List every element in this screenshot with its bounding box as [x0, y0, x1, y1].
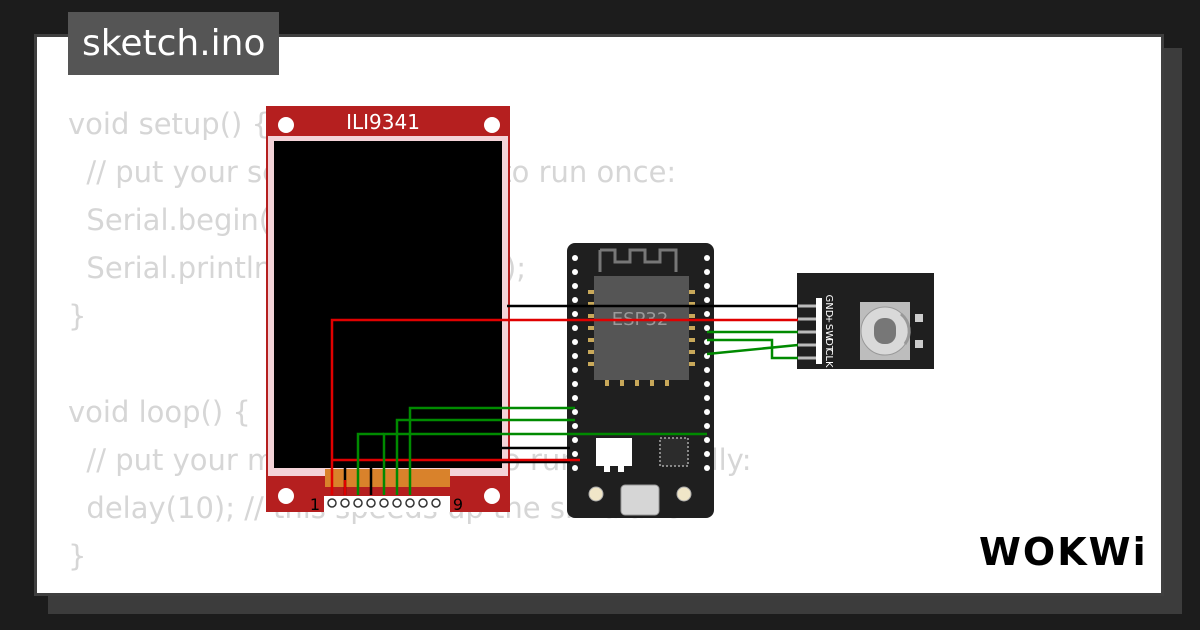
encoder-pin-label-vcc: + — [823, 315, 834, 323]
display-label: ILI9341 — [346, 110, 420, 134]
display-pin-icon[interactable] — [418, 498, 428, 508]
encoder-pin-header — [816, 298, 822, 364]
encoder-pin-label-dt: DT — [823, 338, 834, 353]
ili9341-display[interactable]: ILI9341 1 9 — [266, 106, 510, 514]
display-pin-icon[interactable] — [431, 498, 441, 508]
display-screen — [274, 141, 502, 468]
display-pin-icon[interactable] — [379, 498, 389, 508]
encoder-pin-label-clk: CLK — [823, 348, 834, 368]
display-pin-icon[interactable] — [353, 498, 363, 508]
reset-button[interactable] — [676, 486, 692, 502]
wire-signal[interactable] — [356, 432, 384, 495]
display-pin-icon[interactable] — [340, 498, 350, 508]
usb-uart-chip — [659, 437, 689, 467]
code-line: void setup() { — [68, 107, 270, 141]
display-pin-icon[interactable] — [405, 498, 415, 508]
encoder-shaft — [874, 318, 896, 344]
encoder-pin-label-gnd: GND — [823, 295, 834, 318]
display-pin-icon[interactable] — [392, 498, 402, 508]
esp32-module — [594, 276, 689, 380]
boot-button[interactable] — [588, 486, 604, 502]
mount-hole-icon — [278, 488, 294, 504]
encoder-pin-label-sw: SW — [823, 324, 834, 340]
display-pin-icon[interactable] — [366, 498, 376, 508]
display-flex-connector — [325, 469, 450, 487]
voltage-regulator — [596, 438, 632, 466]
wire-signal[interactable] — [395, 418, 575, 495]
wires — [330, 304, 799, 495]
wokwi-logo-text: WOKWi — [979, 530, 1148, 574]
wire-signal[interactable] — [408, 406, 575, 495]
display-pin-last-label: 9 — [453, 495, 463, 514]
wire-signal[interactable] — [707, 338, 798, 360]
wire-signal[interactable] — [706, 343, 799, 356]
display-pin-first-label: 1 — [310, 495, 320, 514]
antenna-trace-icon — [598, 248, 678, 272]
wokwi-logo: WOKWi — [979, 530, 1148, 574]
file-tab-sketch[interactable]: sketch.ino — [68, 12, 280, 75]
mount-hole-icon — [484, 488, 500, 504]
mount-hole-icon — [484, 117, 500, 133]
code-line: void loop() { — [68, 395, 251, 429]
display-pin-icon[interactable] — [327, 498, 337, 508]
esp32-board[interactable]: ESP32 — [567, 243, 714, 518]
usb-port-icon[interactable] — [620, 484, 660, 516]
wire-power[interactable] — [330, 318, 798, 495]
wire-ground[interactable] — [369, 446, 570, 495]
code-line: } — [68, 539, 87, 573]
rotary-encoder[interactable]: GND + SW DT CLK — [797, 273, 934, 369]
mount-hole-icon — [278, 117, 294, 133]
rotate-arrow-icon — [899, 312, 911, 345]
code-line: } — [68, 299, 87, 333]
